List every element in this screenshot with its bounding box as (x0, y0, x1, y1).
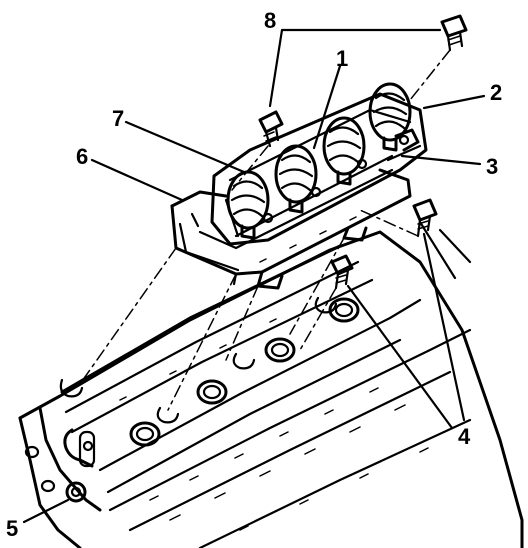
alignment-lines (79, 49, 451, 411)
cylinder-head (18, 220, 524, 548)
front-bolt (65, 481, 87, 503)
coil-packs (226, 82, 412, 240)
callout-2: 2 (490, 80, 502, 105)
spark-plug-wells (129, 297, 360, 447)
callout-8: 8 (264, 8, 276, 33)
leader-lines (22, 28, 486, 524)
coil-pack-4 (368, 82, 412, 152)
plug-well-2 (196, 379, 228, 405)
bracket-bolt-upper (412, 198, 438, 238)
callout-7: 7 (112, 106, 124, 131)
callout-5: 5 (6, 516, 18, 541)
coil-bolt-left (258, 110, 284, 148)
front-end-plate (38, 406, 102, 512)
coil-pack-1 (226, 170, 270, 240)
callout-4: 4 (458, 424, 471, 449)
callout-6: 6 (76, 144, 88, 169)
coil-pack-3 (322, 116, 366, 186)
coil-terminals (262, 128, 422, 224)
plug-well-3 (264, 337, 296, 363)
plug-well-1 (129, 421, 161, 447)
coil-housing (210, 92, 428, 246)
callout-1: 1 (336, 46, 348, 71)
plug-well-4 (328, 297, 360, 323)
coil-bolt-right (440, 14, 468, 52)
mounting-bosses (24, 296, 338, 493)
coil-pack-2 (274, 144, 318, 214)
bracket-bolt-lower (330, 254, 354, 290)
callout-3: 3 (486, 154, 498, 179)
